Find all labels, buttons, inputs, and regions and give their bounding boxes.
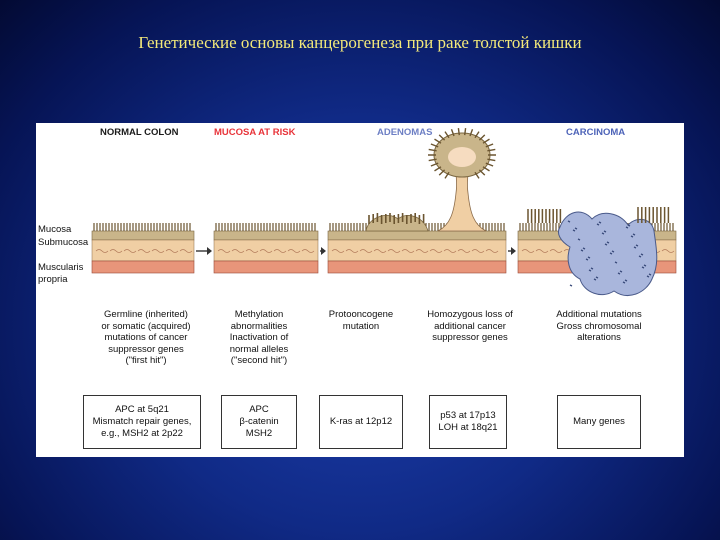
carcinoma-fringe xyxy=(527,207,670,223)
submucosa-texture xyxy=(331,249,499,253)
progression-arrowhead xyxy=(321,247,326,255)
tissue-illustration xyxy=(91,128,677,296)
gene-label: APC at 5q21 xyxy=(115,404,169,415)
carcinoma-mass xyxy=(557,211,658,296)
muscularis-layer xyxy=(213,260,319,274)
layer-label-submucosa: Submucosa xyxy=(38,237,89,248)
gene-label: K-ras at 12p12 xyxy=(329,416,393,427)
stage-heading-normal-colon: NORMAL COLON xyxy=(100,127,179,138)
gene-label: e.g., MSH2 at 2p22 xyxy=(101,428,183,439)
progression-arrowhead xyxy=(207,247,212,255)
progression-arrowhead xyxy=(511,247,516,255)
stage-description-mucosa-at-risk: Methylation abnormalities Inactivation o… xyxy=(229,309,289,367)
gene-box-mucosa-at-risk: APC β-catenin MSH2 xyxy=(221,395,297,449)
mucosa-layer xyxy=(213,230,319,241)
polyp-core xyxy=(448,147,476,167)
layer-label-muscularis: Muscularis xyxy=(38,262,84,273)
stage-heading-adenomas: ADENOMAS xyxy=(377,127,433,138)
gene-label: LOH at 18q21 xyxy=(438,422,498,433)
submucosa-texture xyxy=(217,249,315,253)
mucosa-layer xyxy=(327,230,507,241)
gene-label: Many genes xyxy=(573,416,625,427)
polyp-fringe xyxy=(428,128,496,179)
gene-label: β-catenin xyxy=(239,416,279,427)
stage-description-suppressor-loss: Homozygous loss of additional cancer sup… xyxy=(427,309,513,344)
carcinoma-texture xyxy=(567,220,652,287)
gene-box-adenoma-early: K-ras at 12p12 xyxy=(319,395,403,449)
gene-box-normal-colon: APC at 5q21 Mismatch repair genes, e.g.,… xyxy=(83,395,201,449)
muscularis-layer xyxy=(91,260,195,274)
layer-label-mucosa: Mucosa xyxy=(38,224,72,235)
stage-description-normal-colon: Germline (inherited) or somatic (acquire… xyxy=(101,309,191,367)
adenoma-fringe xyxy=(368,213,425,224)
gene-box-adenoma-late: p53 at 17p13 LOH at 18q21 xyxy=(429,395,507,449)
muscularis-layer xyxy=(327,260,507,274)
crypt-fringe xyxy=(93,223,191,231)
colon-carcinogenesis-figure: NORMAL COLON MUCOSA AT RISK ADENOMAS CAR… xyxy=(36,123,684,457)
gene-box-carcinoma: Many genes xyxy=(557,395,641,449)
stage-description-carcinoma: Additional mutations Gross chromosomal a… xyxy=(556,309,642,344)
submucosa-texture xyxy=(95,249,193,253)
gene-label: MSH2 xyxy=(245,428,273,439)
gene-label: APC xyxy=(249,404,269,415)
slide-title: Генетические основы канцерогенеза при ра… xyxy=(138,33,582,52)
gene-label: Mismatch repair genes, xyxy=(92,416,192,427)
crypt-fringe xyxy=(215,223,316,231)
layer-label-propria: propria xyxy=(38,274,68,285)
stage-heading-carcinoma: CARCINOMA xyxy=(566,127,626,138)
mucosa-layer xyxy=(91,230,195,241)
stage-heading-mucosa-at-risk: MUCOSA AT RISK xyxy=(214,127,296,138)
gene-label: p53 at 17p13 xyxy=(440,410,496,421)
stage-description-protooncogene: Protooncogene mutation xyxy=(328,309,394,332)
